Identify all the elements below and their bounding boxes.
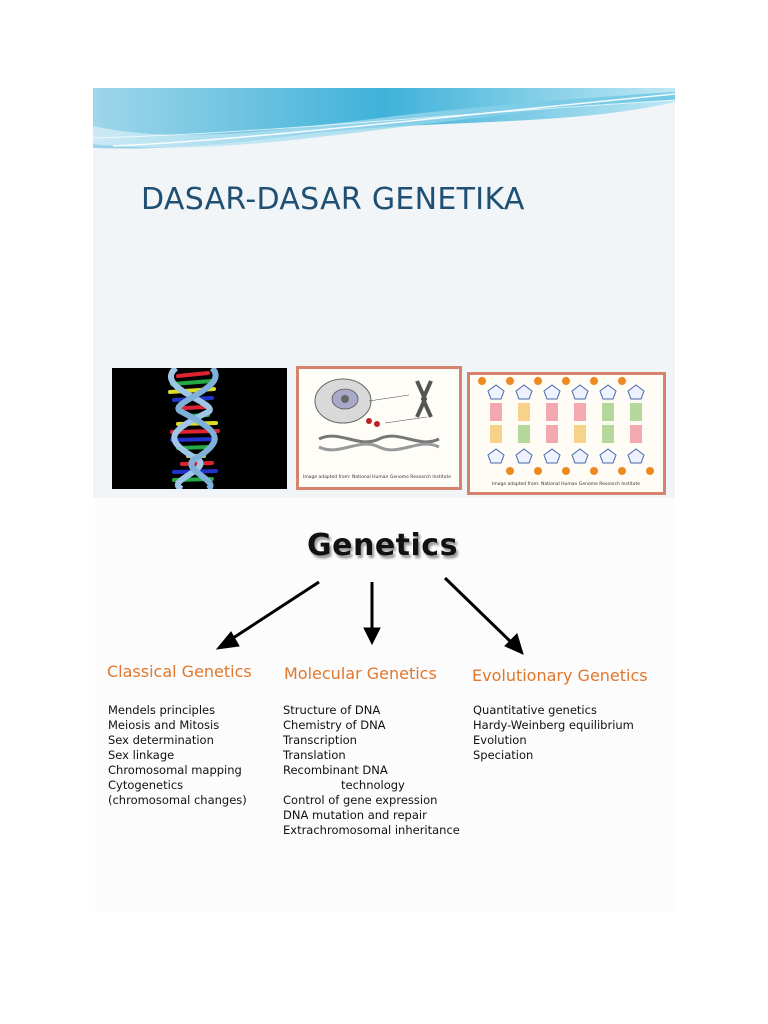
slide-title: DASAR-DASAR GENETIKA xyxy=(141,182,525,217)
molecular-genetics-heading: Molecular Genetics xyxy=(284,664,437,683)
genetics-concept-map: Genetics Classical Genetics Molecular Ge… xyxy=(95,498,675,912)
cell-chromosome-dna-diagram: Image adapted from: National Human Genom… xyxy=(296,366,462,490)
dna-helix-image xyxy=(112,368,287,489)
classical-genetics-heading: Classical Genetics xyxy=(107,662,252,681)
list-item: Speciation xyxy=(473,748,534,762)
list-item: Chemistry of DNA xyxy=(283,718,386,732)
list-item: (chromosomal changes) xyxy=(108,793,247,807)
list-item: Evolution xyxy=(473,733,527,747)
list-item: Cytogenetics xyxy=(108,778,184,792)
list-item: Extrachromosomal inheritance xyxy=(283,823,460,837)
title-slide: DASAR-DASAR GENETIKA xyxy=(93,88,675,498)
list-item: Translation xyxy=(283,748,346,762)
evolutionary-genetics-topics: Quantitative genetics Hardy-Weinberg equ… xyxy=(473,703,634,763)
list-item: Recombinant DNA xyxy=(283,763,388,777)
list-item: Structure of DNA xyxy=(283,703,381,717)
concept-title: Genetics xyxy=(307,528,458,563)
image-credit: Image adapted from: National Human Genom… xyxy=(303,475,452,480)
list-item: technology xyxy=(341,778,405,792)
classical-genetics-topics: Mendels principles Meiosis and Mitosis S… xyxy=(108,703,247,808)
branch-arrows xyxy=(215,576,524,655)
list-item: DNA mutation and repair xyxy=(283,808,427,822)
list-item: Transcription xyxy=(283,733,357,747)
molecular-genetics-topics: Structure of DNA Chemistry of DNA Transc… xyxy=(283,703,460,838)
list-item: Hardy-Weinberg equilibrium xyxy=(473,718,634,732)
list-item: Sex determination xyxy=(108,733,214,747)
evolutionary-genetics-heading: Evolutionary Genetics xyxy=(472,666,648,685)
list-item: Meiosis and Mitosis xyxy=(108,718,220,732)
list-item: Mendels principles xyxy=(108,703,216,717)
list-item: Sex linkage xyxy=(108,748,175,762)
dna-base-pairs-diagram: Image adapted from: National Human Genom… xyxy=(467,372,666,495)
list-item: Chromosomal mapping xyxy=(108,763,242,777)
list-item: Quantitative genetics xyxy=(473,703,597,717)
header-wave-decoration xyxy=(93,88,675,149)
list-item: Control of gene expression xyxy=(283,793,438,807)
image-credit: Image adapted from: National Human Genom… xyxy=(492,482,641,487)
